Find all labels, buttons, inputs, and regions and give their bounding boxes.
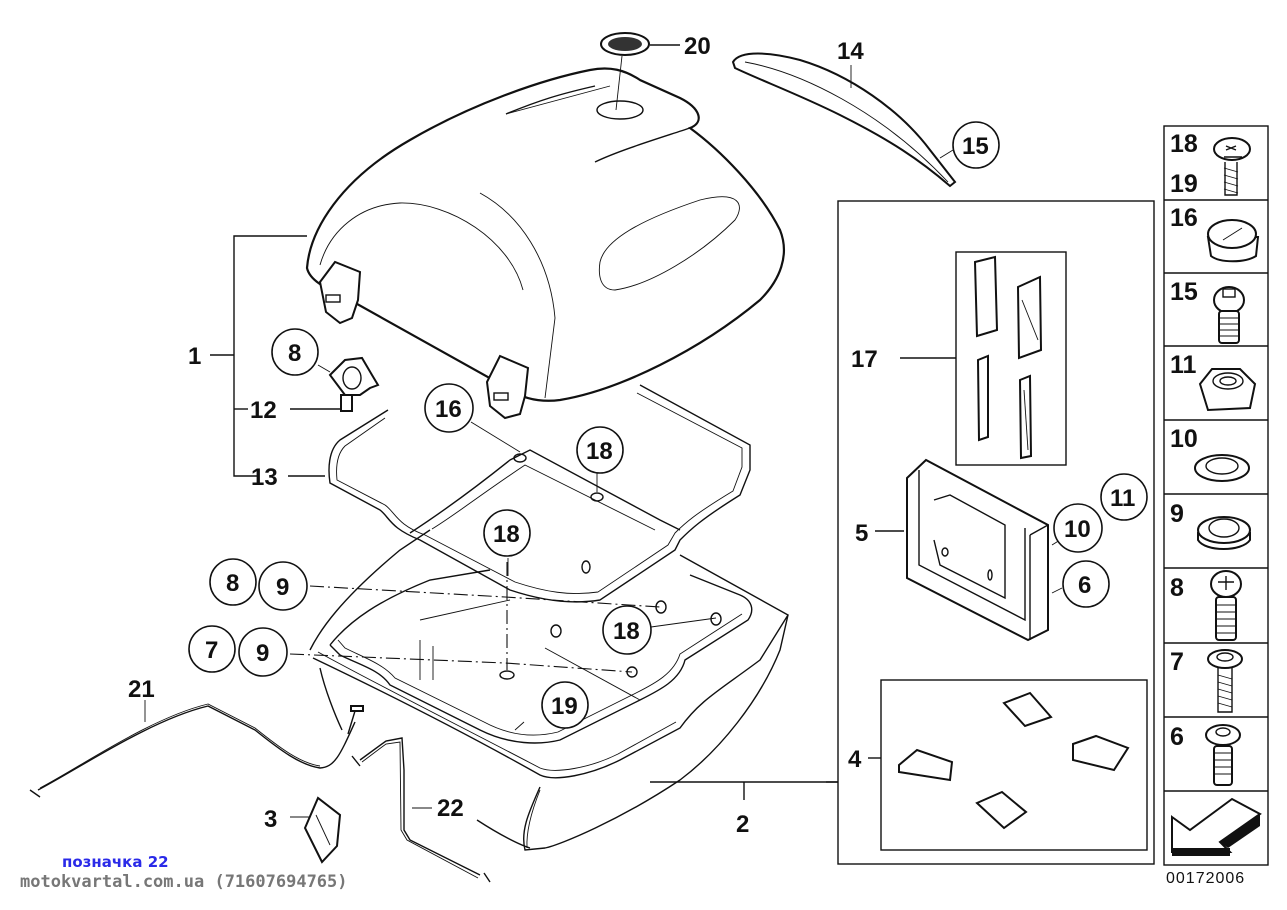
drawing-number: 00172006 (1166, 870, 1246, 887)
reflector-part (290, 796, 342, 864)
hw-label-11: 11 (1170, 351, 1197, 379)
torx-screw-icon (1207, 649, 1243, 713)
hw-label-10: 10 (1170, 425, 1198, 453)
callout-12: 12 (250, 397, 277, 424)
callout-circle-16 (424, 383, 474, 433)
callout-9a: 9 (276, 574, 289, 601)
mounting-kit-box (826, 200, 1155, 865)
callout-9b: 9 (256, 640, 269, 667)
callout-13: 13 (251, 464, 278, 491)
torx-bolt-icon (1205, 724, 1241, 786)
mounting-plate-part (906, 458, 1049, 642)
hw-label-19: 19 (1170, 170, 1198, 198)
hw-label-15: 15 (1170, 278, 1198, 306)
base-part (309, 453, 789, 851)
plug-cap-icon (1206, 219, 1260, 263)
hardware-labels: 18 19 16 15 11 10 9 8 7 6 (1170, 130, 1198, 751)
hex-socket-bolt-icon (1213, 286, 1245, 344)
emblem-part (600, 32, 680, 111)
callout-circle-6 (1062, 560, 1110, 608)
callout-7: 7 (205, 637, 218, 664)
watermark-site: motokvartal.com.ua (71607694765) (20, 872, 348, 892)
callout-14: 14 (837, 38, 864, 65)
latch-right (485, 354, 530, 420)
lock-cylinder-part (317, 356, 380, 412)
callout-18c: 18 (613, 618, 640, 645)
callout-10: 10 (1064, 516, 1091, 543)
direction-arrow-icon (1171, 797, 1262, 856)
hw-label-9: 9 (1170, 500, 1184, 528)
callout-20: 20 (684, 33, 711, 60)
callout-5: 5 (855, 520, 868, 547)
hw-label-8: 8 (1170, 574, 1184, 602)
rubber-grommet-icon (1197, 516, 1251, 550)
release-cable-22 (351, 737, 491, 883)
callout-circle-10 (1053, 503, 1103, 553)
callout-15: 15 (962, 133, 989, 160)
watermark-label: позначка 22 (62, 853, 169, 871)
callout-2: 2 (736, 811, 749, 838)
hex-nut-icon (1198, 368, 1257, 412)
callout-8a: 8 (288, 340, 301, 367)
seal-part (328, 384, 751, 603)
callout-17: 17 (851, 346, 878, 373)
callout-circle-18a (576, 426, 624, 474)
callout-21: 21 (128, 676, 155, 703)
washer-icon (1194, 454, 1250, 482)
phillips-bolt-icon (1210, 570, 1242, 641)
callout-1: 1 (188, 343, 201, 370)
callout-circles (188, 121, 1148, 729)
callout-18a: 18 (586, 438, 613, 465)
callout-circle-18b (483, 509, 531, 557)
callout-circle-9a (258, 561, 308, 611)
callout-19: 19 (551, 693, 578, 720)
callout-16: 16 (435, 396, 462, 423)
callout-11: 11 (1110, 485, 1135, 512)
release-cable-21 (29, 700, 364, 798)
phillips-screw-icon (1213, 137, 1251, 196)
callout-6: 6 (1078, 572, 1091, 599)
callout-circle-18c (602, 605, 652, 655)
hardware-column (1163, 125, 1269, 866)
callout-circle-15 (952, 121, 1000, 169)
callout-4: 4 (848, 746, 862, 773)
lid-part (305, 67, 785, 420)
callout-circle-8b (209, 558, 257, 606)
hw-label-18: 18 (1170, 130, 1198, 158)
callout-circle-9b (238, 627, 288, 677)
callout-8b: 8 (226, 570, 239, 597)
callout-circle-19 (541, 681, 589, 729)
hw-label-6: 6 (1170, 723, 1184, 751)
latch-left (318, 260, 362, 325)
callout-circle-8a (271, 328, 319, 376)
hw-label-7: 7 (1170, 648, 1184, 676)
callout-18b: 18 (493, 521, 520, 548)
trim-strip-part (731, 52, 957, 188)
callout-circle-7 (188, 625, 236, 673)
callout-3: 3 (264, 806, 277, 833)
callout-labels: 1 2 3 4 5 6 7 8 8 9 9 10 11 12 13 14 15 … (128, 33, 1135, 838)
callout-circle-11 (1100, 473, 1148, 521)
rubber-pads (898, 691, 1130, 830)
pad-strips (973, 255, 1043, 460)
hw-label-16: 16 (1170, 204, 1198, 232)
callout-22: 22 (437, 795, 464, 822)
